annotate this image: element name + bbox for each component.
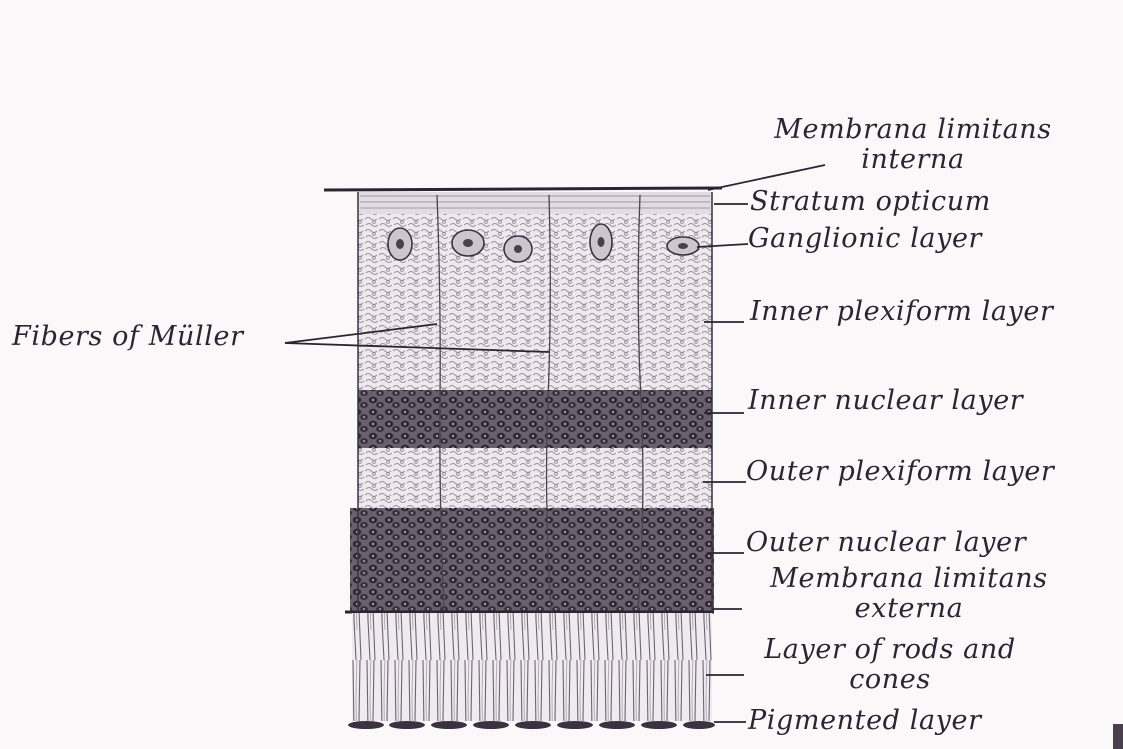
label-outer-nuclear-layer: Outer nuclear layer [746, 527, 1027, 558]
pigment-cells [348, 721, 715, 729]
label-membrana-limitans-externa-line1: Membrana limitans [770, 563, 1048, 594]
label-layer-of-rods-and-cones-line2: cones [849, 664, 931, 695]
label-layer-of-rods-and-cones: Layer of rods and cones [742, 635, 1038, 695]
label-membrana-limitans-interna: Membrana limitans interna [748, 115, 1078, 175]
stratum-opticum-band [358, 192, 712, 214]
label-fibers-of-muller: Fibers of Müller [12, 321, 244, 352]
label-inner-nuclear-layer: Inner nuclear layer [748, 385, 1024, 416]
inner-nuclear-band [358, 390, 712, 448]
label-pigmented-layer: Pigmented layer [748, 705, 982, 736]
label-layer-of-rods-and-cones-line1: Layer of rods and [764, 634, 1016, 665]
leader-lines [284, 164, 826, 723]
rods-cones-band [352, 613, 712, 721]
tissue-block [323, 186, 723, 729]
outer-nuclear-band [350, 508, 714, 612]
membrana-limitans-interna-edge [323, 186, 723, 192]
label-outer-plexiform-layer: Outer plexiform layer [746, 456, 1055, 487]
muller-fibers [436, 194, 644, 611]
label-ganglionic-layer: Ganglionic layer [748, 223, 983, 254]
label-membrana-limitans-externa-line2: externa [854, 593, 964, 624]
corner-mark [1113, 724, 1123, 749]
label-membrana-limitans-interna-line1: Membrana limitans [774, 114, 1052, 145]
outer-plexiform-band [358, 448, 712, 508]
label-membrana-limitans-interna-line2: interna [861, 144, 965, 175]
ganglionic-band [358, 214, 712, 264]
label-stratum-opticum: Stratum opticum [750, 186, 991, 217]
label-membrana-limitans-externa: Membrana limitans externa [744, 564, 1074, 624]
label-inner-plexiform-layer: Inner plexiform layer [750, 296, 1054, 327]
